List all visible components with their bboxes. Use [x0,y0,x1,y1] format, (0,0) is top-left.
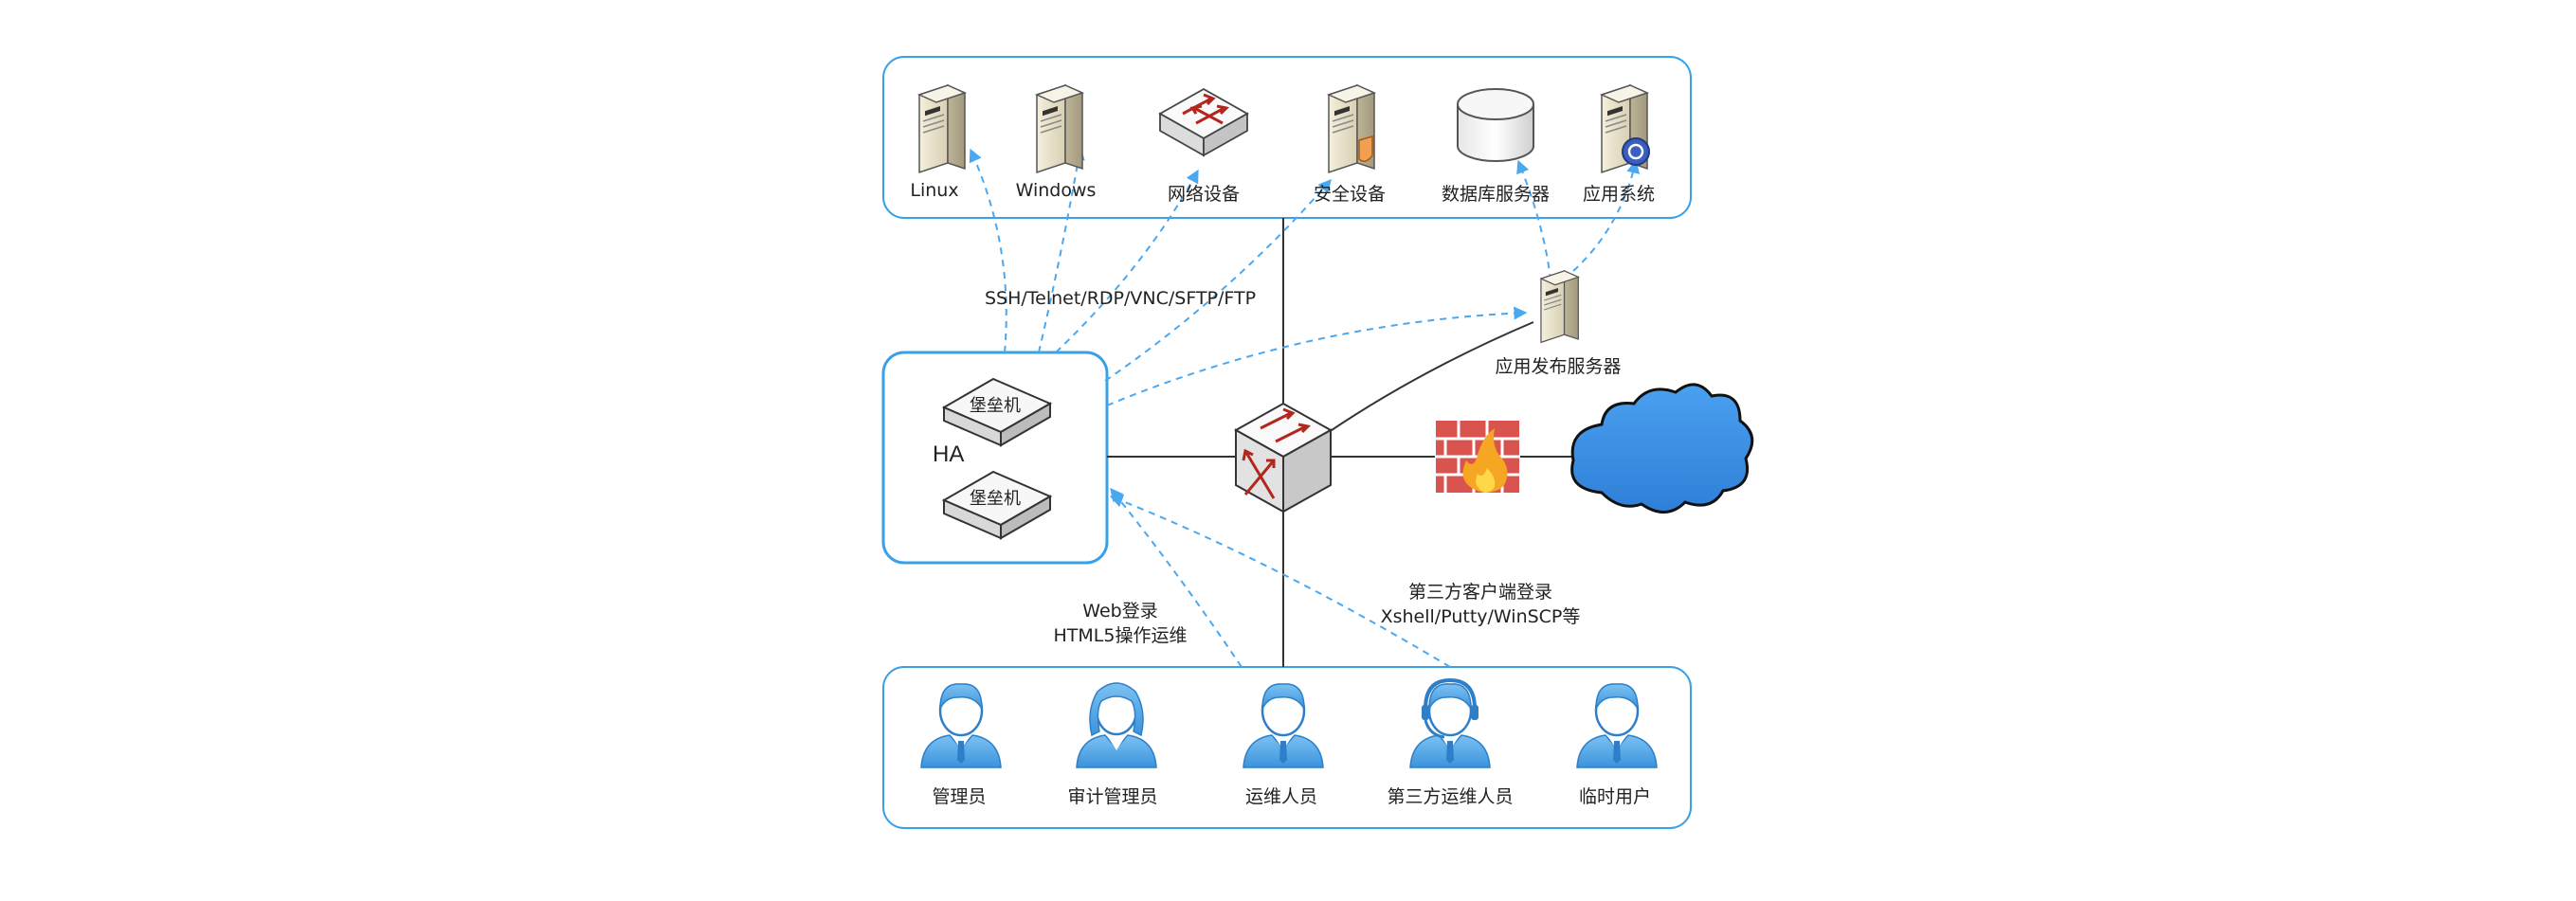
third-party-ops-user-icon [1408,677,1492,769]
bastion-unit-label-1: 堡垒机 [970,396,1021,416]
app-publish-server-icon [1540,270,1579,343]
target-label-windows: Windows [1015,180,1097,201]
admin-user-icon [919,682,1003,769]
protocols-label: SSH/Telnet/RDP/VNC/SFTP/FTP [984,288,1257,309]
switch-to-app-publish-line [1328,321,1534,433]
user-label-temp: 临时用户 [1578,786,1652,807]
app-server-icon [1601,84,1650,173]
linux-server-icon [918,84,966,173]
arrow-to-windows [1038,146,1085,353]
auditor-user-icon [1075,681,1158,769]
target-label-database: 数据库服务器 [1441,184,1551,205]
arrow-to-app-publish [1106,306,1528,406]
cloud-icon [1570,383,1754,514]
arrow-app-publish-to-app [1572,159,1641,272]
target-label-linux: Linux [910,180,959,201]
users-group-box [882,666,1692,829]
web-login-line2: HTML5操作运维 [1053,625,1188,646]
arrow-app-publish-to-db [1516,159,1551,281]
arrow-to-linux [969,148,1007,353]
target-label-security: 安全设备 [1313,184,1387,205]
targets-group-box [882,56,1692,219]
arrow-to-security [1104,178,1332,382]
app-publish-server-label: 应用发布服务器 [1495,356,1622,377]
client-login-label: 第三方客户端登录 Xshell/Putty/WinSCP等 [1381,580,1581,629]
web-login-line1: Web登录 [1082,601,1158,622]
core-switch-icon [1233,402,1333,514]
arrow-to-network [1055,169,1199,353]
target-label-network: 网络设备 [1167,184,1241,205]
user-label-third-party: 第三方运维人员 [1387,786,1514,807]
target-label-app: 应用系统 [1582,184,1656,205]
arrow-client-login [1109,495,1451,668]
network-switch-icon [1158,87,1249,157]
user-label-admin: 管理员 [932,786,987,807]
client-login-line2: Xshell/Putty/WinSCP等 [1380,606,1581,627]
database-icon [1457,88,1534,162]
windows-server-icon [1036,84,1083,173]
ops-user-icon [1242,682,1325,769]
client-login-line1: 第三方客户端登录 [1407,582,1553,603]
web-login-label: Web登录 HTML5操作运维 [1054,599,1188,648]
user-label-ops: 运维人员 [1244,786,1318,807]
user-label-auditor: 审计管理员 [1067,786,1158,807]
bastion-unit-label-2: 堡垒机 [970,489,1021,509]
firewall-icon [1436,421,1519,493]
temp-user-icon [1575,682,1659,769]
security-server-icon [1328,84,1375,173]
ha-label: HA [933,441,965,467]
arrow-web-login [1110,487,1243,668]
